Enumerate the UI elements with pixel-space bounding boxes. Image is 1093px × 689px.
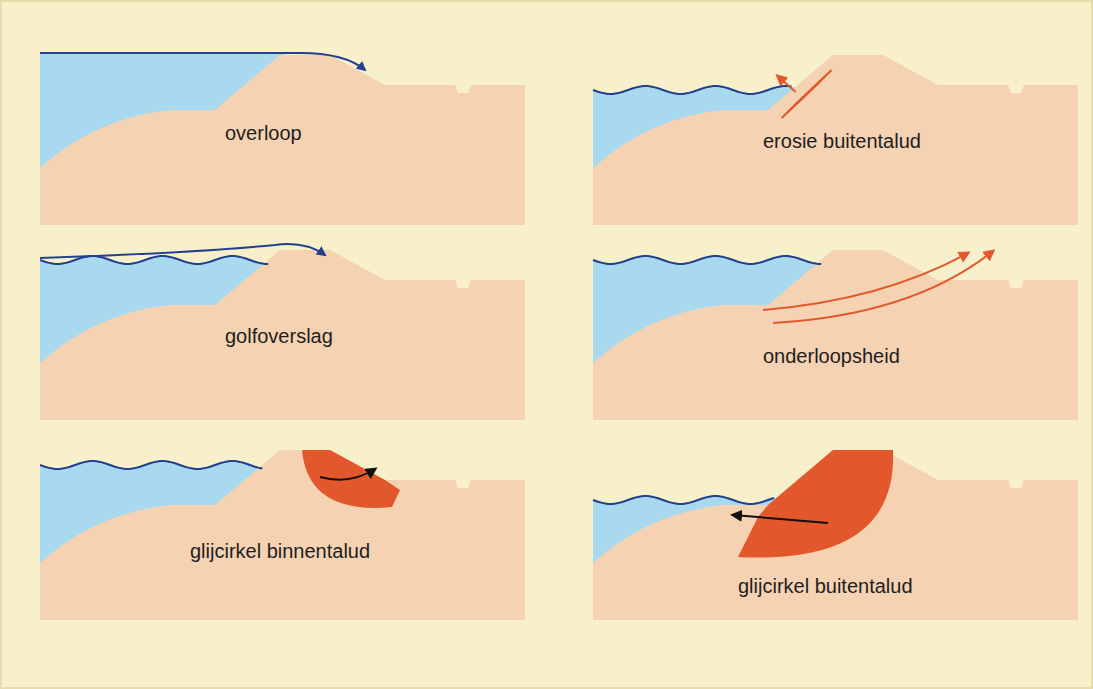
dike-body <box>40 250 525 420</box>
dike-panel <box>593 250 1078 420</box>
mechanism-label: glijcirkel buitentalud <box>738 575 913 598</box>
dike-panel <box>593 450 1078 620</box>
dike-panel <box>40 450 525 620</box>
seepage-arrow <box>763 253 968 310</box>
overtopping-arrow <box>40 244 325 258</box>
slip-arrow <box>320 469 375 480</box>
water-surface <box>593 256 821 264</box>
water-surface <box>593 86 792 94</box>
overflow-arrow <box>40 53 365 70</box>
mechanism-label: glijcirkel binnentalud <box>190 540 370 563</box>
dike-panel <box>593 55 1078 225</box>
water-surface <box>40 461 262 469</box>
water-surface <box>593 496 774 504</box>
dike-body <box>40 55 525 225</box>
dike-panel <box>40 244 525 420</box>
dike-body <box>593 450 1078 620</box>
slip-circle-outer <box>738 450 893 558</box>
mechanism-label: overloop <box>225 122 302 145</box>
dike-body <box>40 450 525 620</box>
slip-circle-inner <box>302 450 400 508</box>
mechanism-label: onderloopsheid <box>763 345 900 368</box>
seepage-arrow <box>773 251 993 323</box>
mechanism-label: golfoverslag <box>225 325 333 348</box>
erosion-line <box>794 70 832 106</box>
slip-arrow <box>733 515 828 523</box>
dike-panel <box>40 53 525 225</box>
mechanism-label: erosie buitentalud <box>763 130 921 153</box>
dike-body <box>593 55 1078 225</box>
erosion-arrow <box>778 76 796 92</box>
dike-body <box>593 250 1078 420</box>
